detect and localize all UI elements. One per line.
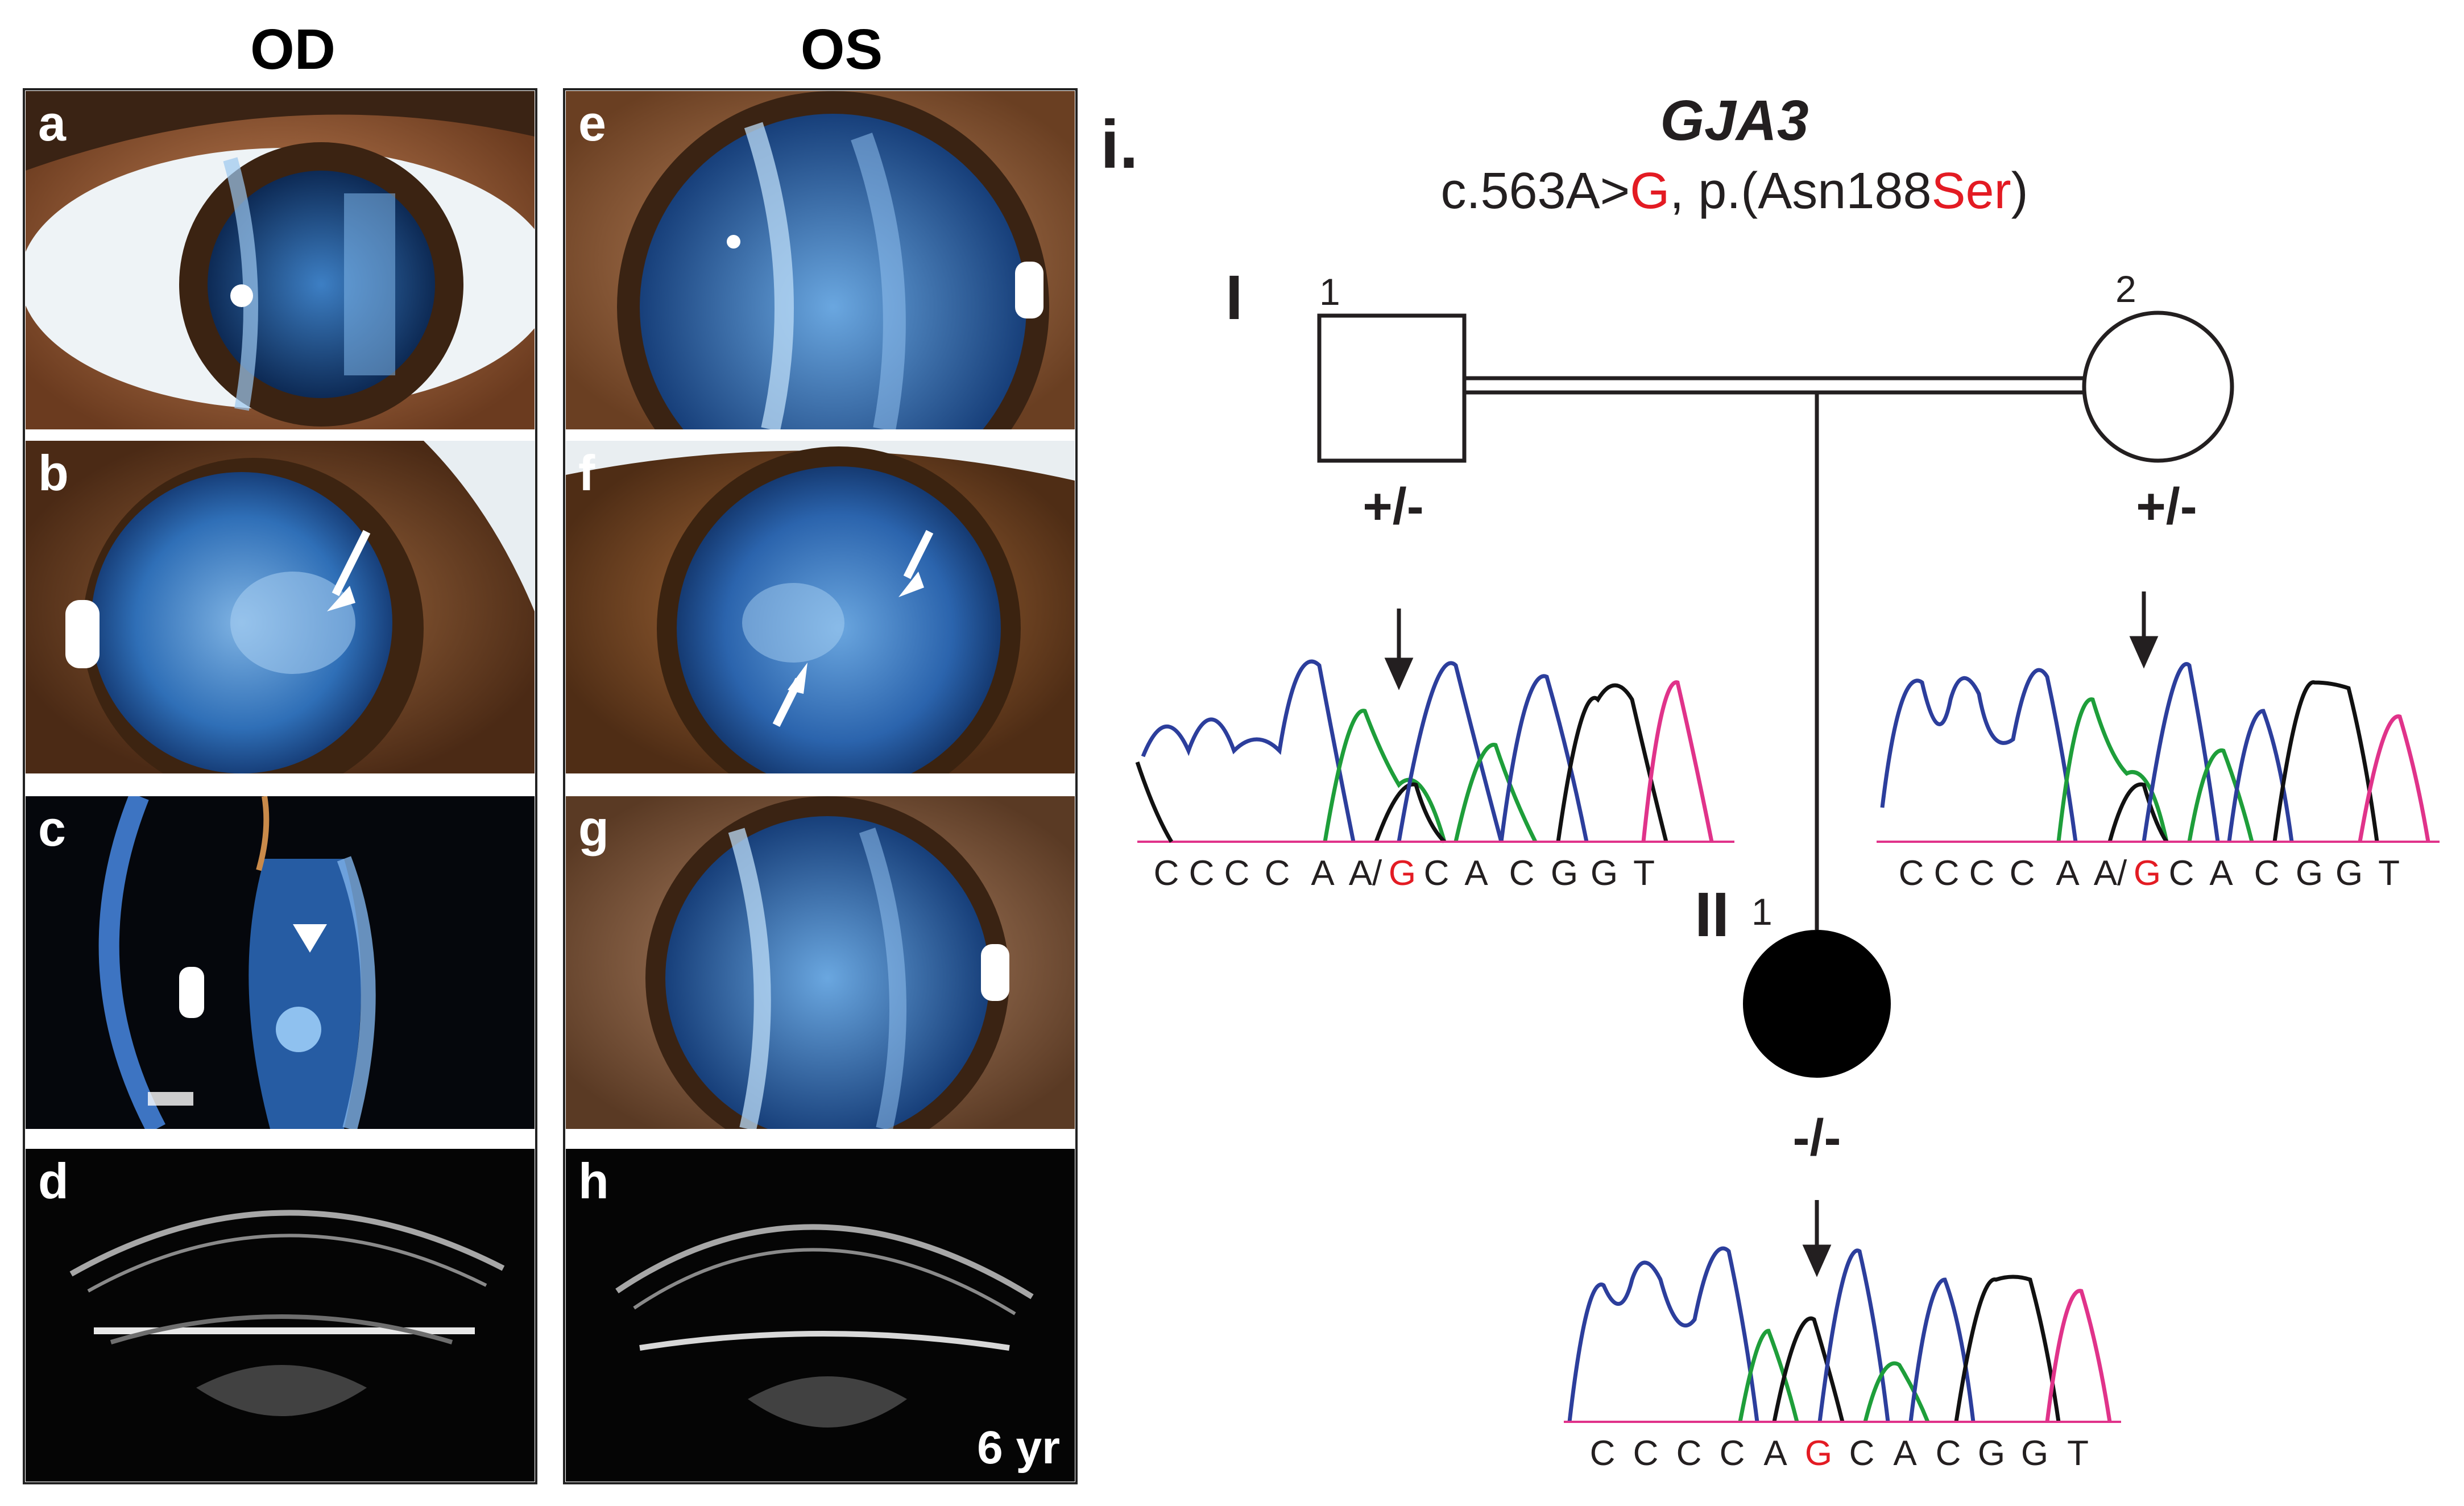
variant-notation: c.563A>G, p.(Asn188Ser) xyxy=(1308,162,2161,221)
panel-label-i: i. xyxy=(1100,106,1138,183)
panel-label-g: g xyxy=(578,800,609,857)
variant-alt-allele: G xyxy=(1630,163,1670,220)
panel-label-b: b xyxy=(38,445,69,501)
variant-suffix: ) xyxy=(2011,163,2028,220)
pedigree-father-square xyxy=(1317,313,1467,463)
generation-label-2: II xyxy=(1695,880,1730,950)
panel-label-a: a xyxy=(38,95,66,151)
age-label: 6 yr xyxy=(977,1422,1060,1474)
panel-h-ultrasound: h 6 yr xyxy=(566,1149,1075,1482)
chromatogram-father xyxy=(1135,659,1734,843)
panel-e-eye-photo: e xyxy=(566,91,1075,429)
gene-name: GJA3 xyxy=(1660,89,1809,152)
generation-label-1: I xyxy=(1225,263,1243,333)
panel-b-eye-photo: b xyxy=(26,441,535,773)
genotype-father: +/- xyxy=(1363,478,1424,535)
pedigree-mother-circle xyxy=(2082,311,2234,463)
column-label-od: OD xyxy=(250,18,336,81)
panel-c-slitlamp-photo: c xyxy=(26,796,535,1129)
panel-label-c: c xyxy=(38,800,66,857)
chromatogram-proband xyxy=(1564,1246,2121,1423)
genotype-mother: +/- xyxy=(2136,478,2197,535)
panel-g-eye-photo: g xyxy=(566,796,1075,1129)
genotype-proband: -/- xyxy=(1792,1110,1841,1166)
panel-d-ultrasound: d xyxy=(26,1149,535,1482)
variant-prefix: c.563A> xyxy=(1440,163,1630,220)
variant-alt-aa: Ser xyxy=(1931,163,2011,220)
panel-label-e: e xyxy=(578,95,606,151)
individual-number-father: 1 xyxy=(1319,271,1340,313)
column-label-os: OS xyxy=(800,18,883,81)
chromatogram-mother xyxy=(1877,662,2440,843)
panel-label-f: f xyxy=(578,445,595,501)
panel-f-eye-photo: f xyxy=(566,441,1075,773)
sequence-arrows xyxy=(1384,591,2159,1277)
panel-a-eye-photo: a xyxy=(26,91,535,429)
panel-label-d: d xyxy=(38,1153,69,1209)
pedigree-proband-circle xyxy=(1743,930,1891,1078)
individual-number-mother: 2 xyxy=(2115,268,2136,310)
individual-number-proband: 1 xyxy=(1751,891,1773,933)
variant-protein: , p.(Asn188 xyxy=(1670,163,1932,220)
panel-label-h: h xyxy=(578,1153,609,1209)
